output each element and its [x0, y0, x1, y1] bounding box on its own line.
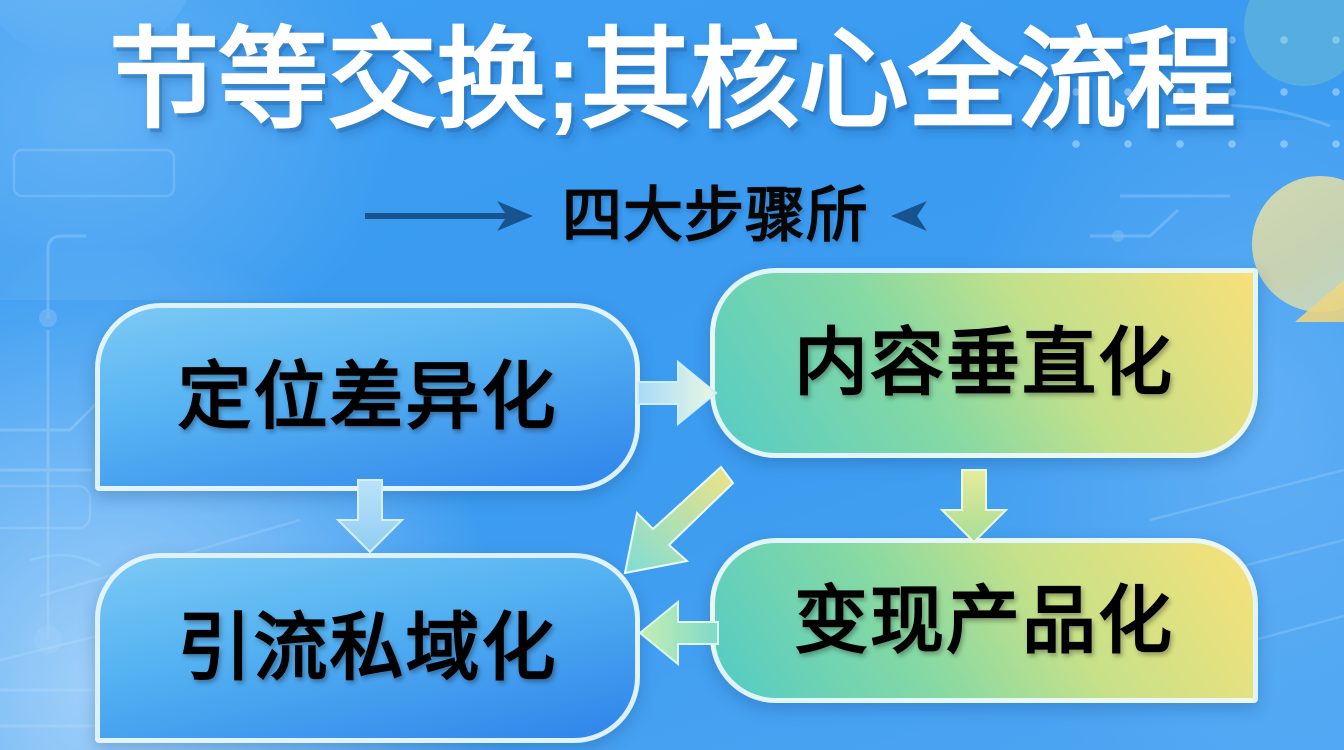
flow-step-4-label: 引流私域化: [177, 606, 558, 689]
arrow-left-icon: [891, 201, 927, 231]
arrow-step3-to-step4-icon: [638, 599, 719, 667]
flow-step-1-box[interactable]: 定位差异化: [95, 303, 640, 491]
arrow-step1-to-step2-icon: [637, 359, 718, 427]
subtitle-row: 四大步骤斦: [0, 186, 1344, 246]
poster-subtitle: 四大步骤斦: [562, 182, 867, 249]
arrow-step2-to-step4-icon: [623, 465, 735, 575]
poster-title: 节等交换;其核心全流程: [109, 19, 1236, 142]
arrow-step2-to-step3-icon: [939, 469, 1009, 544]
flow-step-1-label: 定位差异化: [177, 355, 558, 438]
flow-step-3-box[interactable]: 变现产品化: [710, 538, 1258, 703]
arrow-step1-to-step4-icon: [335, 479, 405, 554]
flow-step-2-label: 内容垂直化: [794, 321, 1174, 404]
flow-step-2-box[interactable]: 内容垂直化: [710, 268, 1258, 458]
flow-step-4-box[interactable]: 引流私域化: [95, 553, 640, 743]
arrow-right-icon: [365, 201, 533, 231]
flow-step-3-label: 变现产品化: [794, 578, 1174, 662]
dot-grid-pattern: [1044, 8, 1344, 168]
